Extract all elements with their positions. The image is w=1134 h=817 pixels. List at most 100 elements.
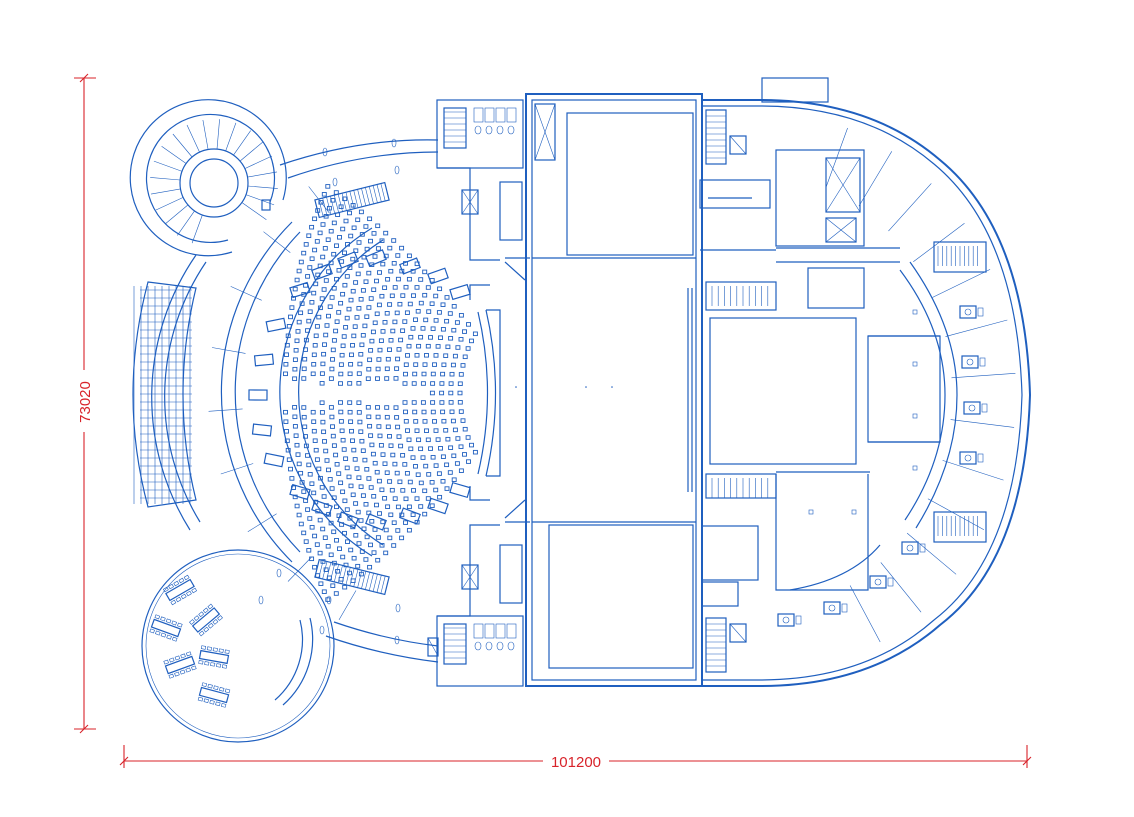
- seat: [399, 268, 405, 274]
- seat: [358, 352, 364, 357]
- seat: [448, 445, 454, 450]
- seat: [432, 419, 437, 424]
- seat: [368, 485, 374, 490]
- seat: [414, 261, 420, 267]
- seat: [466, 322, 471, 327]
- seat: [414, 353, 420, 358]
- seat: [323, 503, 329, 508]
- seat: [321, 351, 327, 357]
- seat: [329, 414, 335, 420]
- seat: [450, 418, 456, 424]
- seat: [388, 338, 394, 343]
- seat: [360, 288, 366, 293]
- seat: [377, 347, 383, 353]
- seat: [451, 477, 457, 482]
- seat: [354, 315, 360, 320]
- seat: [336, 513, 342, 518]
- seat: [366, 476, 372, 481]
- seat: [342, 530, 347, 536]
- seat: [389, 487, 395, 493]
- seat: [376, 478, 382, 484]
- seat: [392, 285, 398, 290]
- seat: [334, 538, 339, 543]
- seat: [347, 381, 353, 386]
- seat: [356, 371, 362, 376]
- seat: [375, 246, 381, 251]
- seat: [368, 433, 374, 438]
- seat: [336, 268, 342, 273]
- seat: [420, 326, 426, 331]
- seat: [322, 535, 328, 540]
- seat: [331, 286, 337, 291]
- seat: [305, 453, 310, 458]
- seat: [356, 400, 362, 405]
- seat: [451, 327, 457, 333]
- dimension-height-label: 73020: [77, 381, 94, 423]
- seat: [283, 362, 289, 367]
- seat: [424, 353, 429, 358]
- seat: [363, 557, 369, 562]
- seat: [311, 490, 317, 496]
- seat: [363, 279, 369, 284]
- seat: [355, 509, 361, 515]
- seat: [331, 443, 337, 448]
- seat: [316, 314, 322, 320]
- seat: [399, 535, 405, 541]
- seat: [413, 317, 418, 322]
- seat: [355, 217, 361, 223]
- seat: [428, 335, 433, 340]
- seat: [309, 256, 315, 261]
- seat: [472, 331, 478, 337]
- seat: [433, 353, 439, 358]
- seat: [418, 277, 424, 282]
- seat: [374, 278, 379, 284]
- seat: [348, 362, 354, 367]
- seat: [302, 356, 308, 362]
- seat: [430, 409, 436, 415]
- seat: [288, 314, 293, 320]
- seat: [329, 486, 335, 491]
- seat: [303, 443, 309, 449]
- seat: [317, 263, 323, 269]
- seat: [433, 463, 439, 468]
- seat: [339, 352, 345, 358]
- seat: [371, 494, 377, 499]
- seat: [284, 429, 289, 434]
- seat: [458, 468, 464, 473]
- seat: [331, 251, 337, 257]
- seat: [366, 305, 372, 310]
- seat: [377, 511, 382, 516]
- seat: [449, 409, 455, 415]
- seat: [331, 495, 337, 500]
- seat: [299, 301, 305, 306]
- seat: [435, 437, 441, 442]
- seat: [353, 533, 359, 538]
- seat: [390, 452, 396, 458]
- seat: [309, 481, 315, 486]
- seat: [321, 287, 327, 292]
- seat: [403, 362, 409, 367]
- seat: [358, 297, 364, 302]
- seat: [472, 449, 478, 455]
- seat: [382, 461, 388, 466]
- seat: [403, 284, 409, 290]
- seat: [429, 480, 435, 485]
- seat: [359, 438, 365, 444]
- seat: [347, 409, 353, 415]
- seat: [316, 466, 322, 472]
- seat: [379, 543, 385, 548]
- seat: [440, 454, 446, 459]
- seat: [311, 352, 317, 358]
- seat: [338, 300, 344, 306]
- seat: [323, 567, 329, 572]
- seat: [460, 363, 466, 368]
- seat: [340, 489, 346, 495]
- seat: [348, 419, 354, 424]
- seat: [410, 326, 416, 331]
- seat: [307, 472, 313, 477]
- seat: [378, 338, 384, 343]
- seat: [343, 325, 349, 330]
- seat: [406, 253, 412, 259]
- seat: [444, 462, 450, 468]
- seat: [379, 487, 385, 493]
